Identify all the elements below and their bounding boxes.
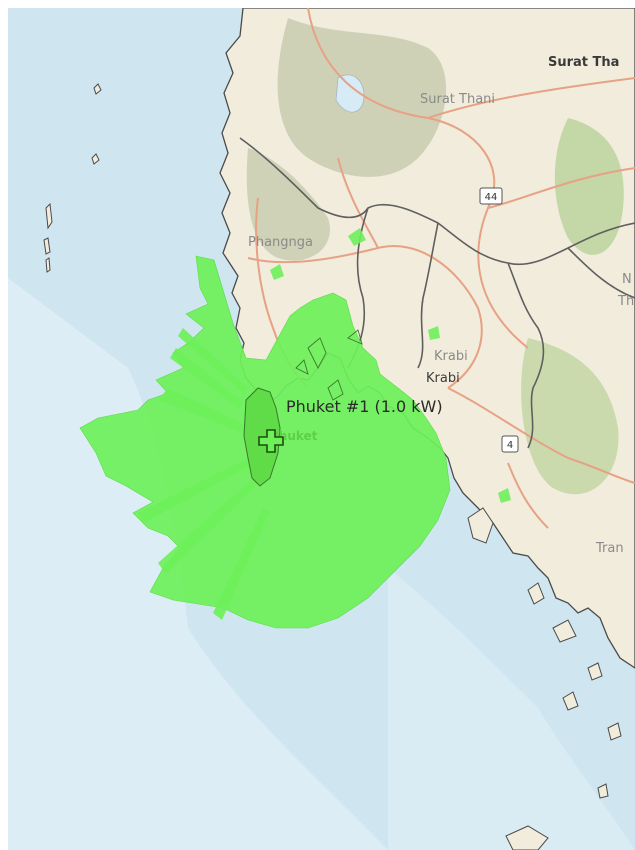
coverage-map[interactable]: 44 4 Surat Tha Surat Thani Phangnga Krab… (8, 8, 635, 850)
hills-center (246, 148, 330, 261)
coverage-rays (138, 328, 270, 620)
phangnga-bay-islands (295, 329, 363, 401)
label-edge-th: Th (617, 294, 634, 309)
label-krabi-province: Krabi (434, 349, 468, 364)
forest-east (554, 118, 624, 255)
transmitter-marker[interactable] (258, 429, 284, 453)
svg-text:44: 44 (485, 192, 498, 203)
map-canvas[interactable]: 44 4 Surat Tha Surat Thani Phangnga Krab… (8, 8, 635, 850)
route-shield-44: 44 (479, 187, 503, 205)
label-surat-thani-province: Surat Thani (420, 92, 495, 107)
small-islands (43, 83, 622, 850)
reservoir (335, 74, 365, 113)
cross-marker-icon[interactable] (258, 429, 284, 453)
forest-southeast (521, 338, 619, 495)
transmitter-label: Phuket #1 (1.0 kW) (286, 397, 443, 416)
label-phangnga: Phangnga (248, 235, 313, 250)
label-edge-n: N (622, 272, 632, 287)
route-shield-4: 4 (501, 435, 519, 453)
shallow-water-east (388, 568, 635, 850)
label-trang-partial: Tran (595, 541, 624, 556)
svg-text:4: 4 (507, 440, 513, 451)
label-surat-thani-bold: Surat Tha (548, 55, 619, 70)
label-krabi-city: Krabi (426, 371, 460, 386)
